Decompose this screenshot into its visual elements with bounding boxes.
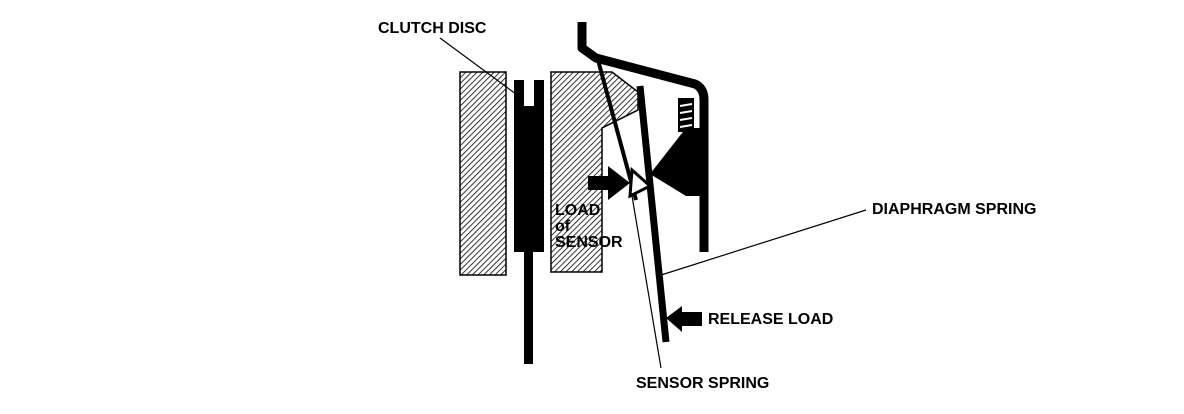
diaphragm-spring-leader <box>657 209 867 277</box>
release-load-arrow <box>666 306 702 332</box>
load-of-sensor-line2: of <box>555 218 571 235</box>
sensor-pivot-triangle <box>628 166 653 199</box>
release-load-label: RELEASE LOAD <box>708 311 833 328</box>
sensor-spring-lever <box>596 59 638 201</box>
load-of-sensor-arrow <box>588 166 630 200</box>
clutch-disc <box>514 80 544 364</box>
clutch-cover <box>577 22 709 252</box>
pivot-block <box>650 128 704 196</box>
load-of-sensor-line1: LOAD <box>555 202 600 219</box>
coil-spring-icon <box>678 98 694 132</box>
pressure-plate <box>550 71 639 273</box>
clutch-disc-label: CLUTCH DISC <box>378 20 487 37</box>
load-of-sensor-line3: SENSOR <box>555 234 623 251</box>
load-of-sensor-label: LOAD of SENSOR <box>555 202 623 251</box>
flywheel <box>459 71 507 276</box>
clutch-disc-leader <box>439 37 525 101</box>
sensor-spring-leader <box>631 195 662 369</box>
diaphragm-spring-label: DIAPHRAGM SPRING <box>872 201 1036 218</box>
sensor-spring-label: SENSOR SPRING <box>636 375 769 392</box>
diaphragm-spring <box>636 85 670 343</box>
